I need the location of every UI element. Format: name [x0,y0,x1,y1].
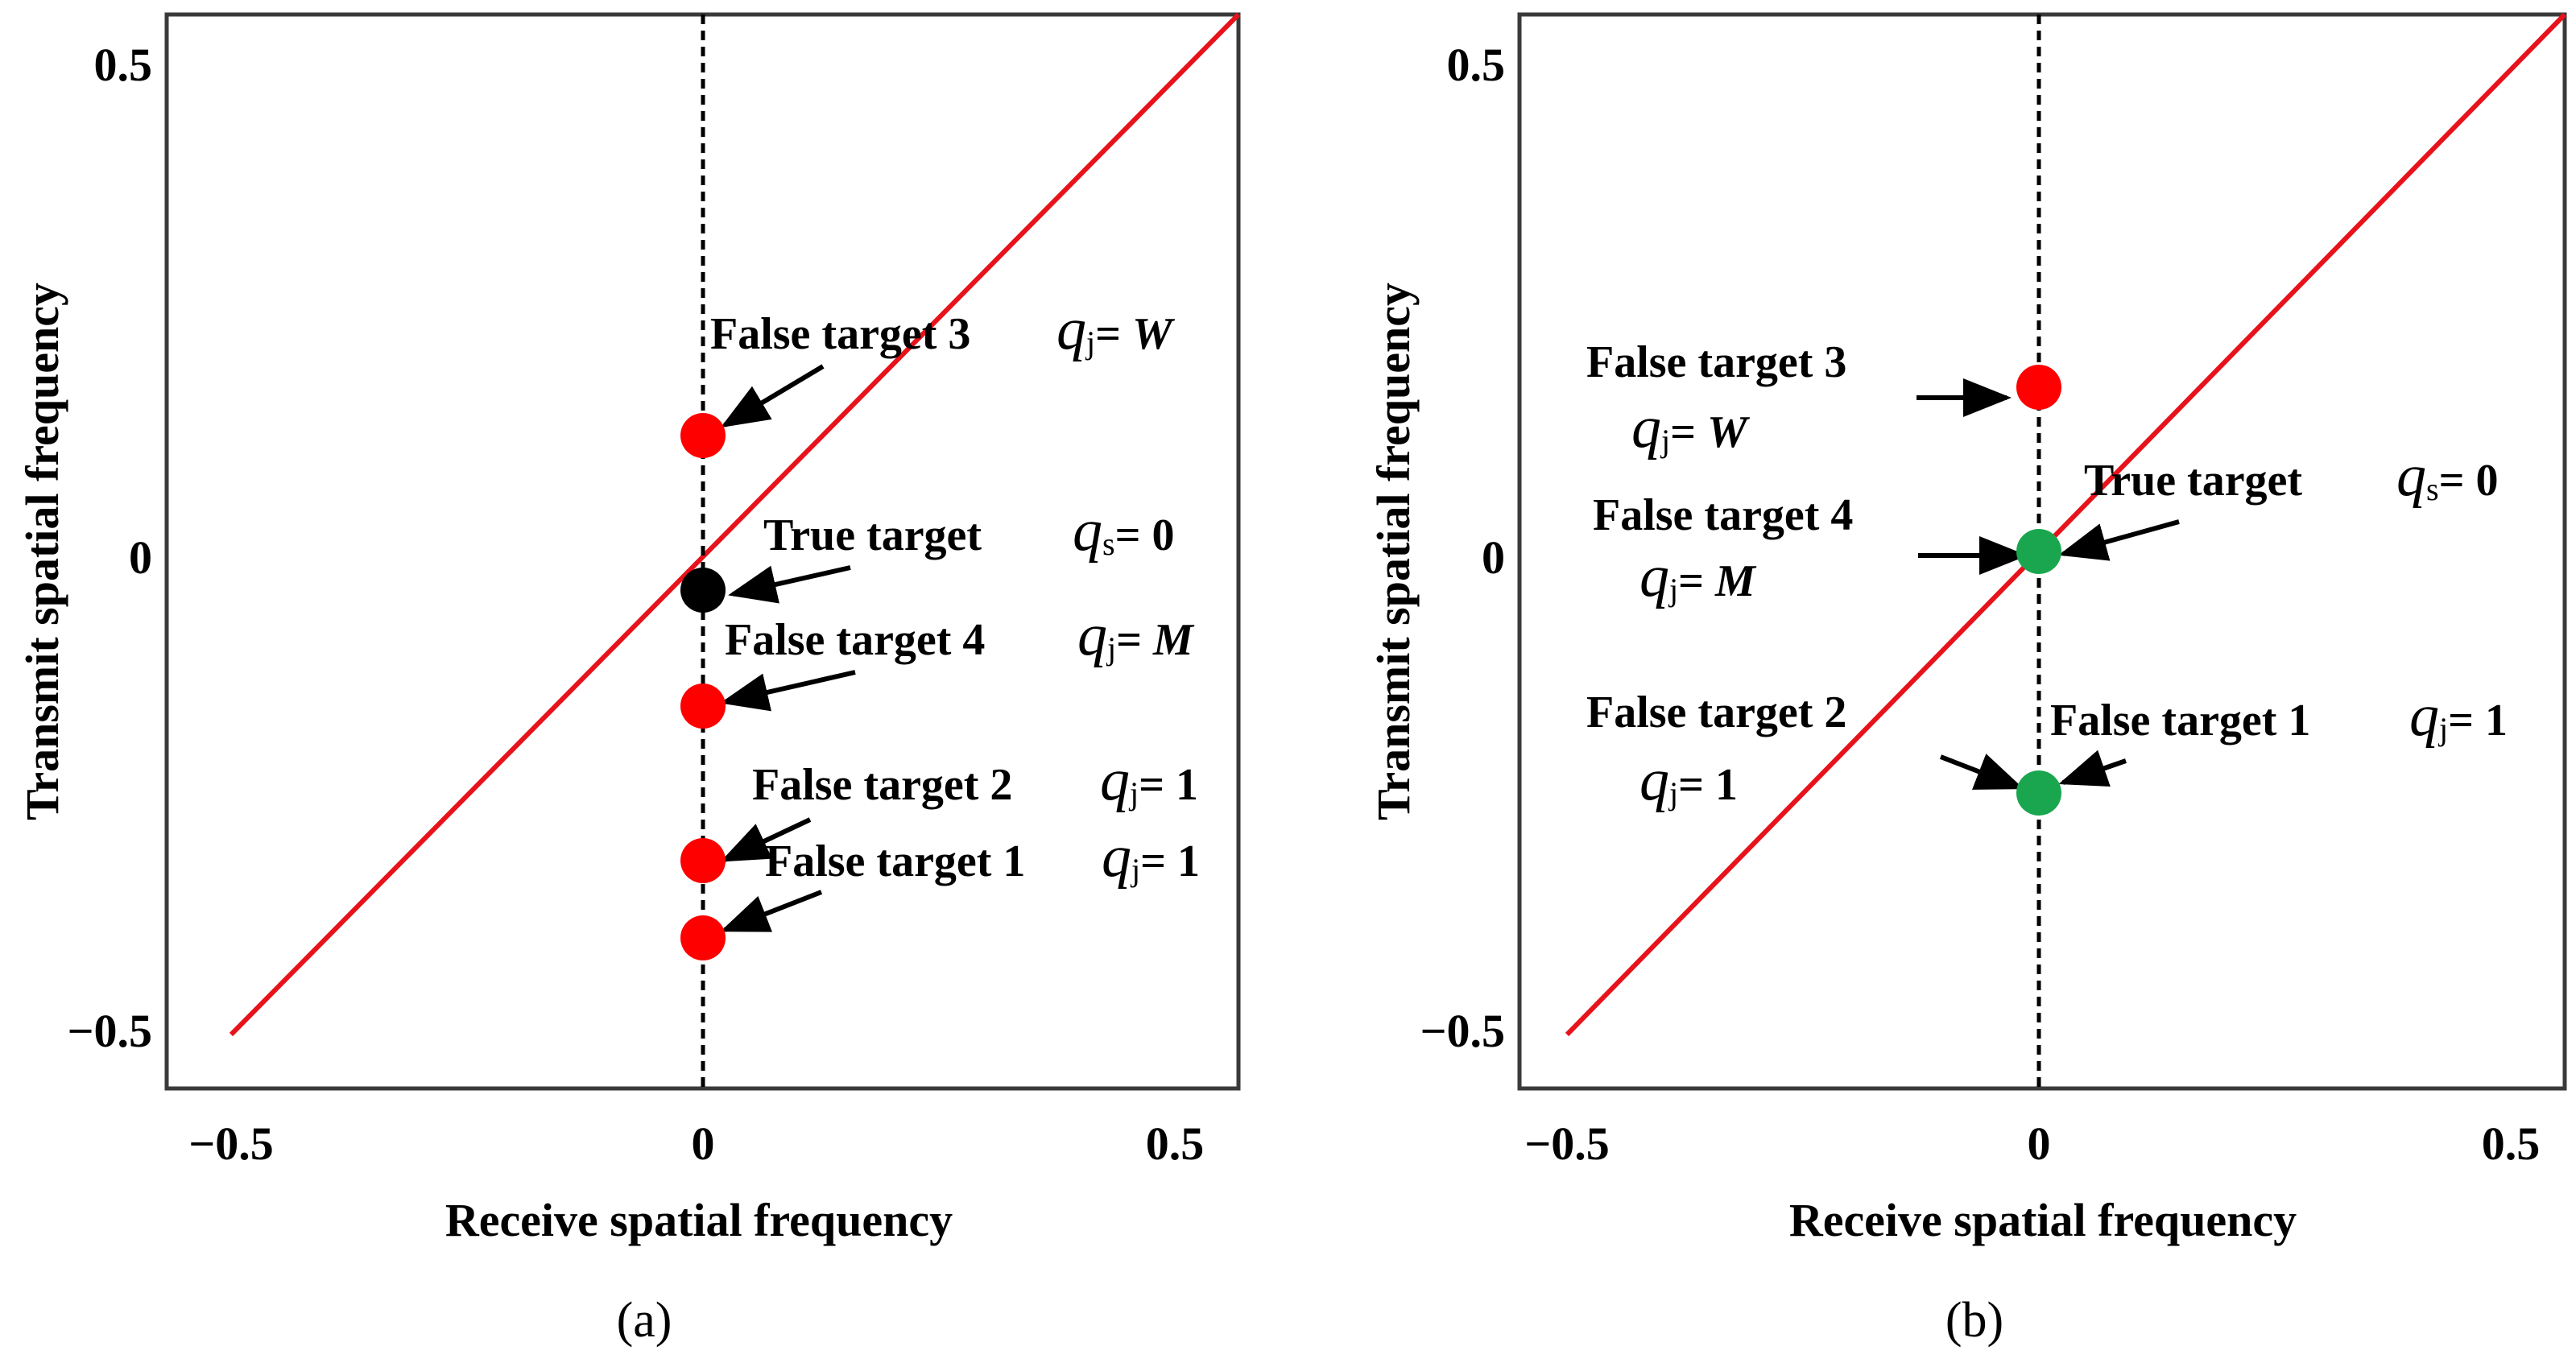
data-point [680,413,726,458]
annotation-text: True target [2084,456,2302,506]
panel-a-y-tick-labels: −0.5 0 0.5 [67,39,152,1057]
q-symbol: qj= W [1631,394,1751,461]
panel-b-plot-frame [1517,12,2567,1091]
annotation-text: False target 2 [752,760,1012,810]
x-tick-label: 0 [692,1117,715,1170]
arrow [2058,519,2180,561]
annotation-a-true-target: True target qs= 0 [728,498,1175,604]
data-point [680,684,726,729]
q-symbol: qj= 1 [2409,683,2508,749]
data-point [680,915,726,960]
data-point [2016,770,2061,816]
y-tick-label: −0.5 [1420,1005,1505,1057]
annotation-b-false-target-1: False target 1 qj= 1 [2050,683,2508,787]
y-tick-label: 0.5 [1447,39,1506,91]
x-tick-label: 0.5 [2482,1117,2541,1170]
diagonal-line [229,12,1241,1037]
panel-b-label: (b) [1945,1293,2003,1348]
panel-a-label: (a) [617,1293,672,1348]
data-point [680,568,726,613]
annotation-a-false-target-3: False target 3 qj= W [710,296,1176,428]
y-tick-label: −0.5 [67,1005,152,1057]
q-symbol: qj= 1 [1100,747,1198,813]
data-point [2016,365,2061,410]
x-tick-label: 0.5 [1146,1117,1205,1170]
q-symbol: qj= W [1056,296,1176,362]
annotation-b-false-target-4: False target 4 qj= M [1593,490,2028,609]
panel-a-x-tick-labels: −0.5 0 0.5 [188,1117,1204,1170]
annotation-text: True target [763,510,982,560]
arrow [728,565,851,604]
annotation-text: False target 3 [1586,337,1846,387]
annotation-text: False target 3 [710,309,970,359]
data-point [680,838,726,883]
q-symbol: qs= 0 [2396,443,2499,509]
q-symbol: qj= 1 [1102,824,1200,890]
panel-a-x-axis-label: Receive spatial frequency [445,1194,953,1246]
arrow [720,817,812,862]
arrow [720,670,856,712]
panel-b-y-axis-label: Transmit spatial frequency [1367,283,1420,820]
y-tick-label: 0 [129,531,152,584]
panel-b-x-tick-labels: −0.5 0 0.5 [1524,1117,2540,1170]
y-tick-label: 0.5 [94,39,153,91]
panel-a-chart: −0.5 0 0.5 −0.5 0 0.5 Receive spatial freque… [16,12,1241,1348]
x-tick-label: 0 [2028,1117,2051,1170]
panel-a-data-points [680,413,726,960]
x-tick-label: −0.5 [188,1117,274,1170]
panel-b-y-tick-labels: −0.5 0 0.5 [1420,39,1505,1057]
annotation-a-false-target-2: False target 2 qj= 1 [720,747,1198,862]
annotation-text: False target 1 [2050,696,2310,746]
panel-b-chart: −0.5 0 0.5 −0.5 0 0.5 Receive spatial freque… [1367,12,2567,1348]
annotation-a-false-target-4: False target 4 qj= M [720,602,1195,712]
arrow [720,890,823,932]
q-symbol: qs= 0 [1073,498,1175,564]
x-tick-label: −0.5 [1524,1117,1610,1170]
annotation-text: False target 2 [1586,688,1846,737]
arrow [720,364,825,428]
panel-b-x-axis-label: Receive spatial frequency [1789,1194,2297,1246]
annotation-text: False target 4 [1593,490,1853,540]
annotation-text: False target 4 [725,615,985,665]
annotation-a-false-target-1: False target 1 qj= 1 [720,824,1200,932]
annotation-b-true-target: True target qs= 0 [2058,443,2499,561]
arrow [2058,750,2127,787]
annotation-text: False target 1 [765,836,1025,886]
q-symbol: qj= M [1639,543,1757,609]
q-symbol: qj= M [1077,602,1195,668]
annotation-b-false-target-3: False target 3 qj= W [1586,337,2012,461]
y-tick-label: 0 [1482,531,1505,584]
q-symbol: qj= 1 [1639,747,1738,813]
data-point [2016,529,2061,574]
panel-a-diagonal-line [229,12,1241,1037]
panel-a-y-axis-label: Transmit spatial frequency [16,283,68,820]
panel-b-data-points [2016,365,2061,816]
arrow [1939,754,2024,790]
annotation-b-false-target-2: False target 2 qj= 1 [1586,688,2024,813]
